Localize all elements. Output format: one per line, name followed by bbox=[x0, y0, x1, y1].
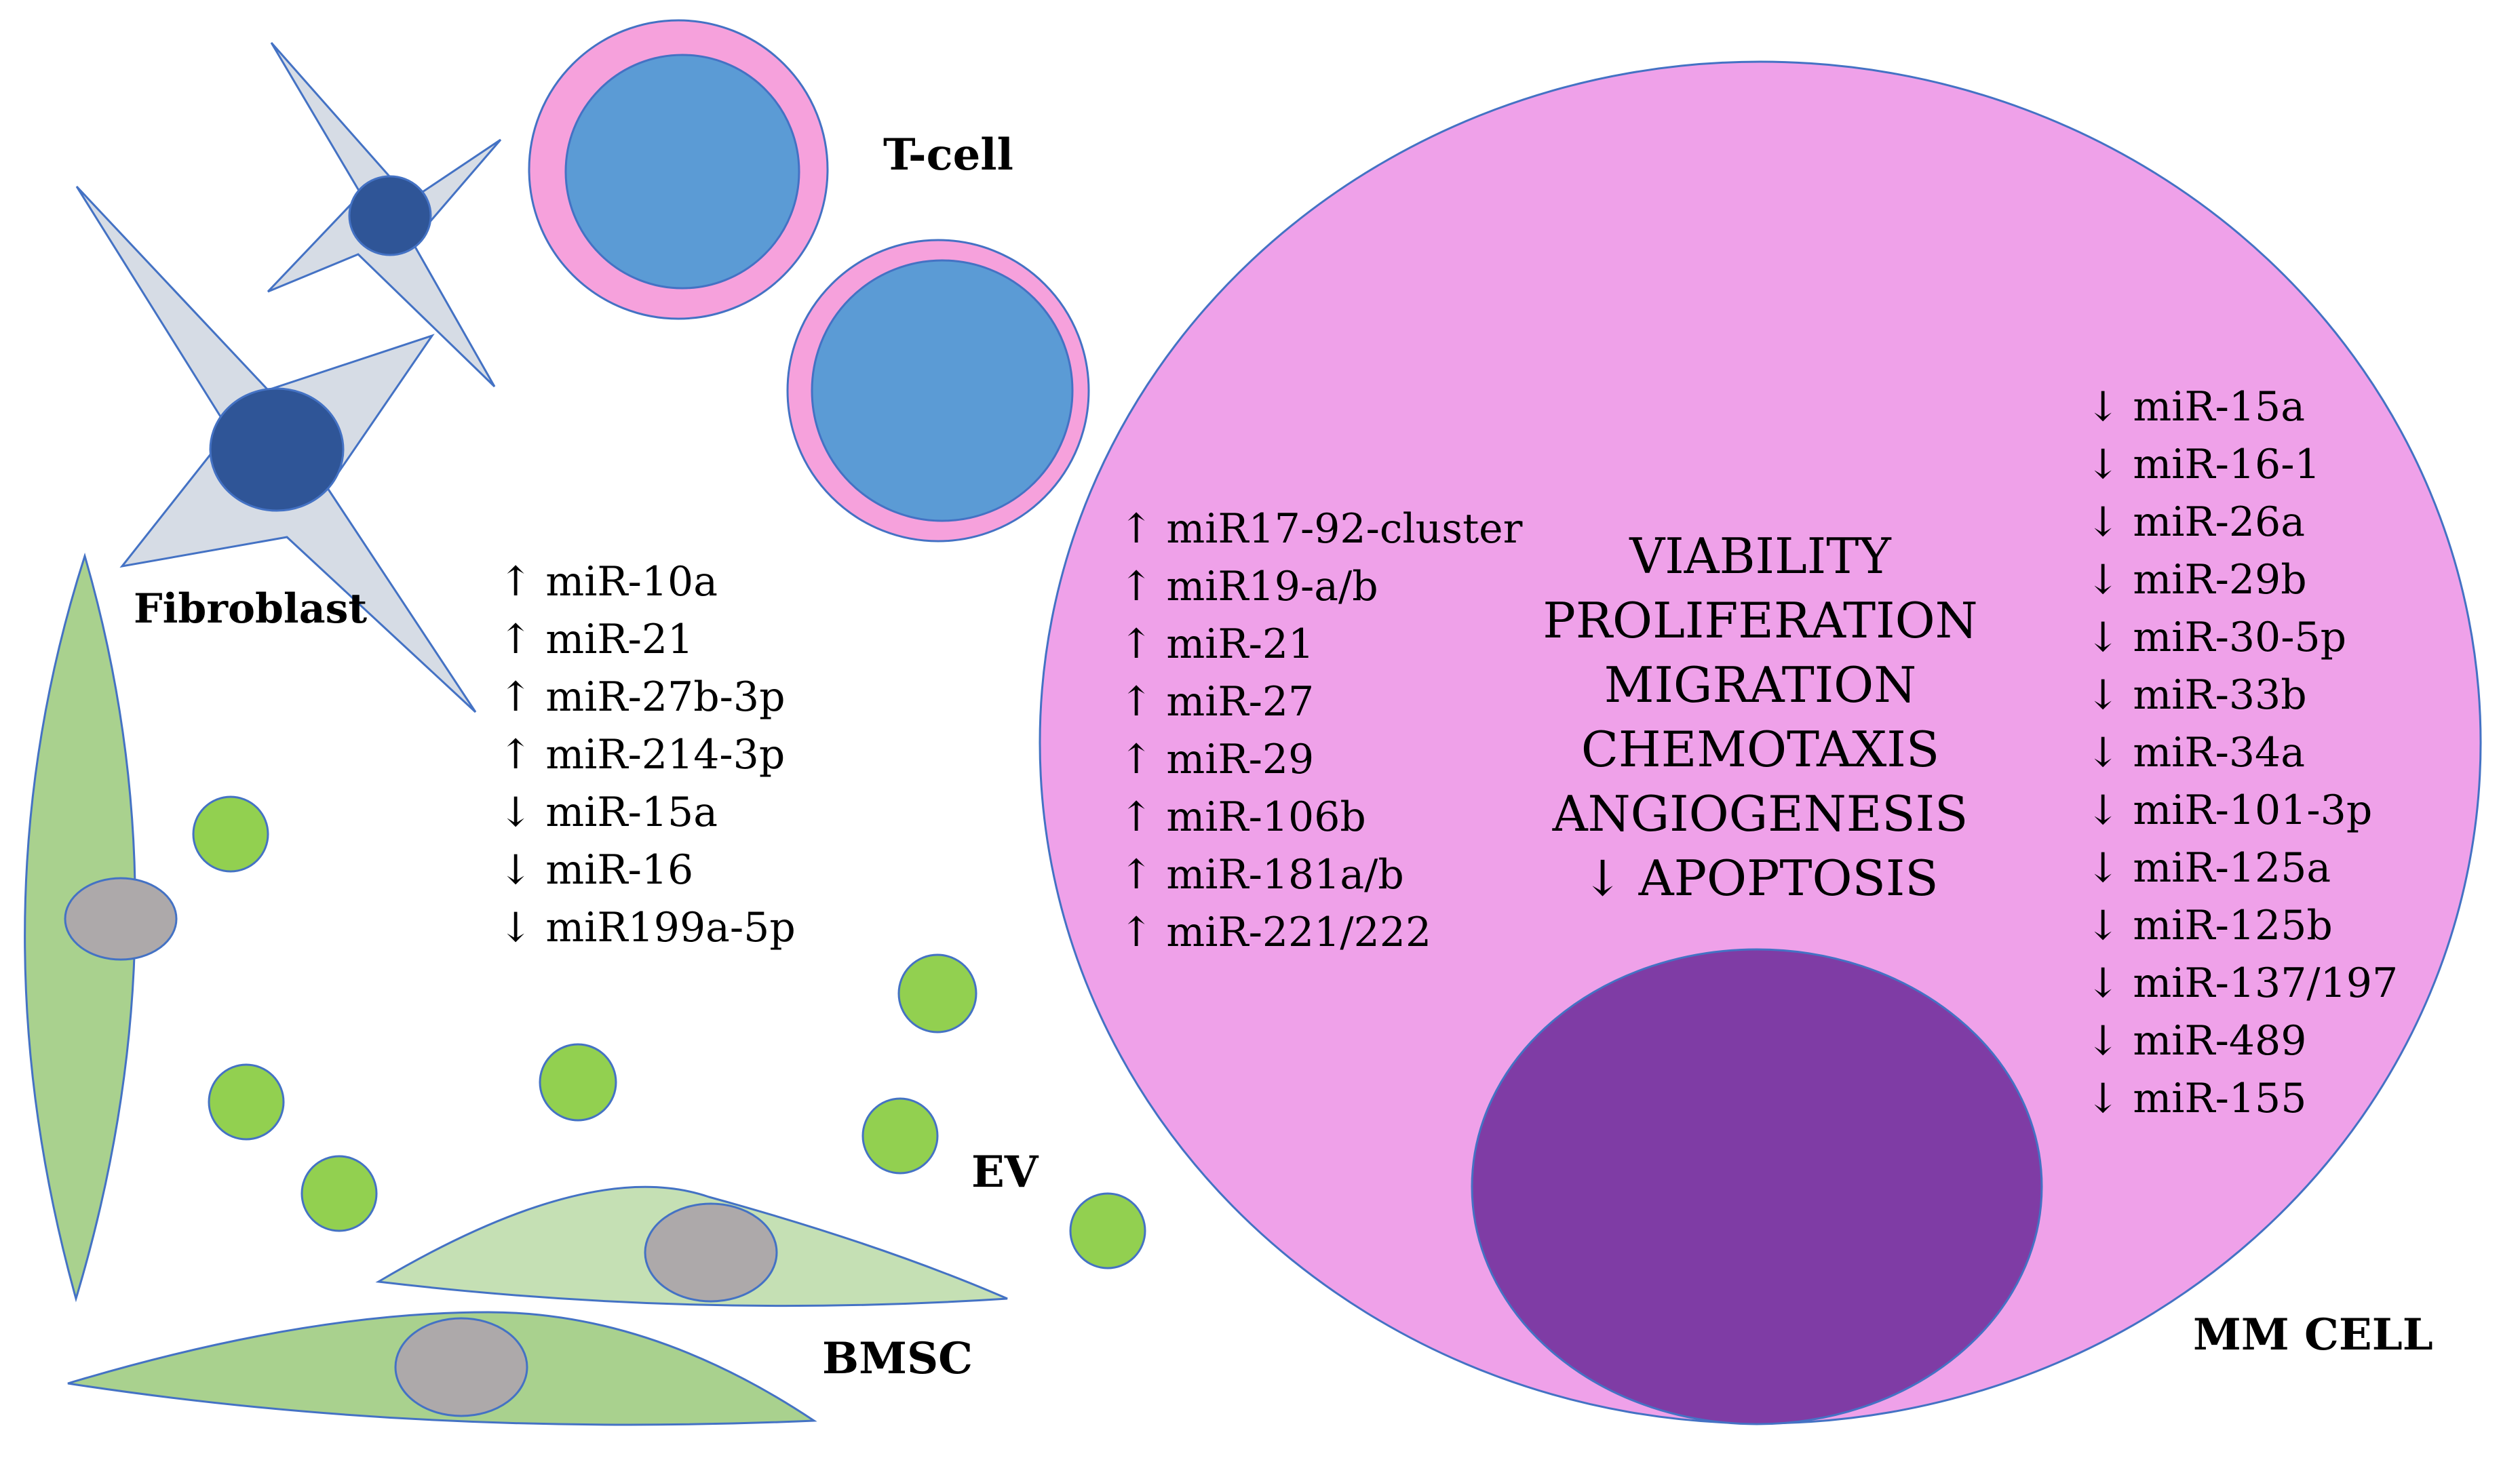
bmsc-vertical bbox=[24, 552, 178, 1303]
effect-item: ANGIOGENESIS bbox=[1552, 785, 1969, 842]
mirna-item: ↓ miR-15a bbox=[2086, 383, 2305, 431]
ev-vesicle bbox=[897, 953, 977, 1033]
mirna-item: ↑ miR-27 bbox=[1119, 678, 1314, 726]
mirna-item: ↓ miR-15a bbox=[499, 789, 718, 836]
mirna-item: ↓ miR-34a bbox=[2086, 729, 2305, 776]
mirna-item: ↓ miR-26a bbox=[2086, 498, 2305, 546]
ev-vesicle bbox=[861, 1097, 939, 1175]
t-cell-top bbox=[528, 19, 829, 320]
mirna-item: ↑ miR-181a/b bbox=[1119, 851, 1404, 899]
mirna-item: ↑ miR-10a bbox=[499, 558, 718, 606]
mirna-item: ↑ miR-21 bbox=[499, 616, 693, 663]
ev-vesicle bbox=[192, 795, 269, 873]
bmsc-nucleus bbox=[644, 1202, 778, 1303]
fibroblast-nucleus bbox=[209, 387, 345, 512]
mirna-item: ↓ miR-29b bbox=[2086, 556, 2307, 604]
t-cell-bottom bbox=[786, 239, 1090, 543]
mirna-item: ↑ miR-21 bbox=[1119, 620, 1314, 668]
label-bmsc: BMSC bbox=[822, 1333, 973, 1384]
t-cell-core bbox=[564, 54, 800, 290]
label-t-cell: T-cell bbox=[883, 130, 1013, 180]
t-cell-core bbox=[811, 259, 1074, 522]
mirna-item: ↑ miR19-a/b bbox=[1119, 563, 1378, 610]
effect-item: CHEMOTAXIS bbox=[1581, 721, 1939, 778]
effect-item: ↓ APOPTOSIS bbox=[1582, 850, 1938, 907]
mirna-item: ↓ miR-489 bbox=[2086, 1017, 2306, 1065]
mm-effects-list: VIABILITY PROLIFERATION MIGRATION CHEMOTAXI… bbox=[1543, 528, 1977, 907]
bmsc-nucleus bbox=[394, 1317, 528, 1417]
ev-vesicle bbox=[208, 1063, 285, 1141]
mm-cell-nucleus bbox=[1471, 948, 2043, 1425]
bmsc-upper bbox=[375, 1185, 1008, 1307]
ev-vesicle bbox=[539, 1043, 617, 1122]
ev-group bbox=[192, 795, 1146, 1269]
mirna-item: ↓ miR-33b bbox=[2086, 671, 2307, 719]
label-ev: EV bbox=[971, 1147, 1039, 1198]
fibroblast-nucleus bbox=[348, 175, 432, 256]
mirna-item: ↑ miR-29 bbox=[1119, 736, 1314, 783]
mirna-item: ↑ miR-106b bbox=[1119, 793, 1366, 841]
mirna-item: ↓ miR-30-5p bbox=[2086, 614, 2346, 661]
mirna-item: ↓ miR-125b bbox=[2086, 902, 2333, 949]
mirna-item: ↑ miR17-92-cluster bbox=[1119, 505, 1523, 553]
mirna-item: ↓ miR-155 bbox=[2086, 1075, 2306, 1122]
mm-cell bbox=[1039, 60, 2482, 1425]
middle-mirna-list: ↑ miR-10a ↑ miR-21 ↑ miR-27b-3p ↑ miR-214-3… bbox=[499, 558, 796, 951]
mm-downregulated-list: ↓ miR-15a ↓ miR-16-1 ↓ miR-26a ↓ miR-29b ↓ m… bbox=[2086, 383, 2398, 1122]
mirna-item: ↑ miR-27b-3p bbox=[499, 673, 786, 721]
mirna-item: ↑ miR-221/222 bbox=[1119, 909, 1431, 956]
label-fibroblast: Fibroblast bbox=[134, 585, 367, 633]
mirna-item: ↓ miR199a-5p bbox=[499, 904, 796, 951]
ev-vesicle bbox=[301, 1155, 378, 1232]
bmsc-lower bbox=[67, 1311, 817, 1426]
mirna-item: ↓ miR-16 bbox=[499, 846, 693, 894]
effect-item: MIGRATION bbox=[1604, 656, 1916, 713]
mirna-item: ↓ miR-137/197 bbox=[2086, 960, 2398, 1007]
mirna-item: ↓ miR-125a bbox=[2086, 844, 2331, 892]
mirna-item: ↓ miR-16-1 bbox=[2086, 441, 2321, 488]
ev-vesicle bbox=[1069, 1192, 1146, 1269]
bmsc-nucleus bbox=[64, 877, 178, 961]
mirna-item: ↓ miR-101-3p bbox=[2086, 787, 2372, 834]
mm-upregulated-list: ↑ miR17-92-cluster ↑ miR19-a/b ↑ miR-21 ↑ m… bbox=[1119, 505, 1523, 956]
effect-item: VIABILITY bbox=[1629, 528, 1892, 585]
label-mm-cell: MM CELL bbox=[2193, 1309, 2433, 1360]
effect-item: PROLIFERATION bbox=[1543, 592, 1977, 649]
fibroblast-large bbox=[75, 185, 477, 713]
fibroblast-small bbox=[267, 42, 502, 388]
mirna-item: ↑ miR-214-3p bbox=[499, 731, 785, 779]
